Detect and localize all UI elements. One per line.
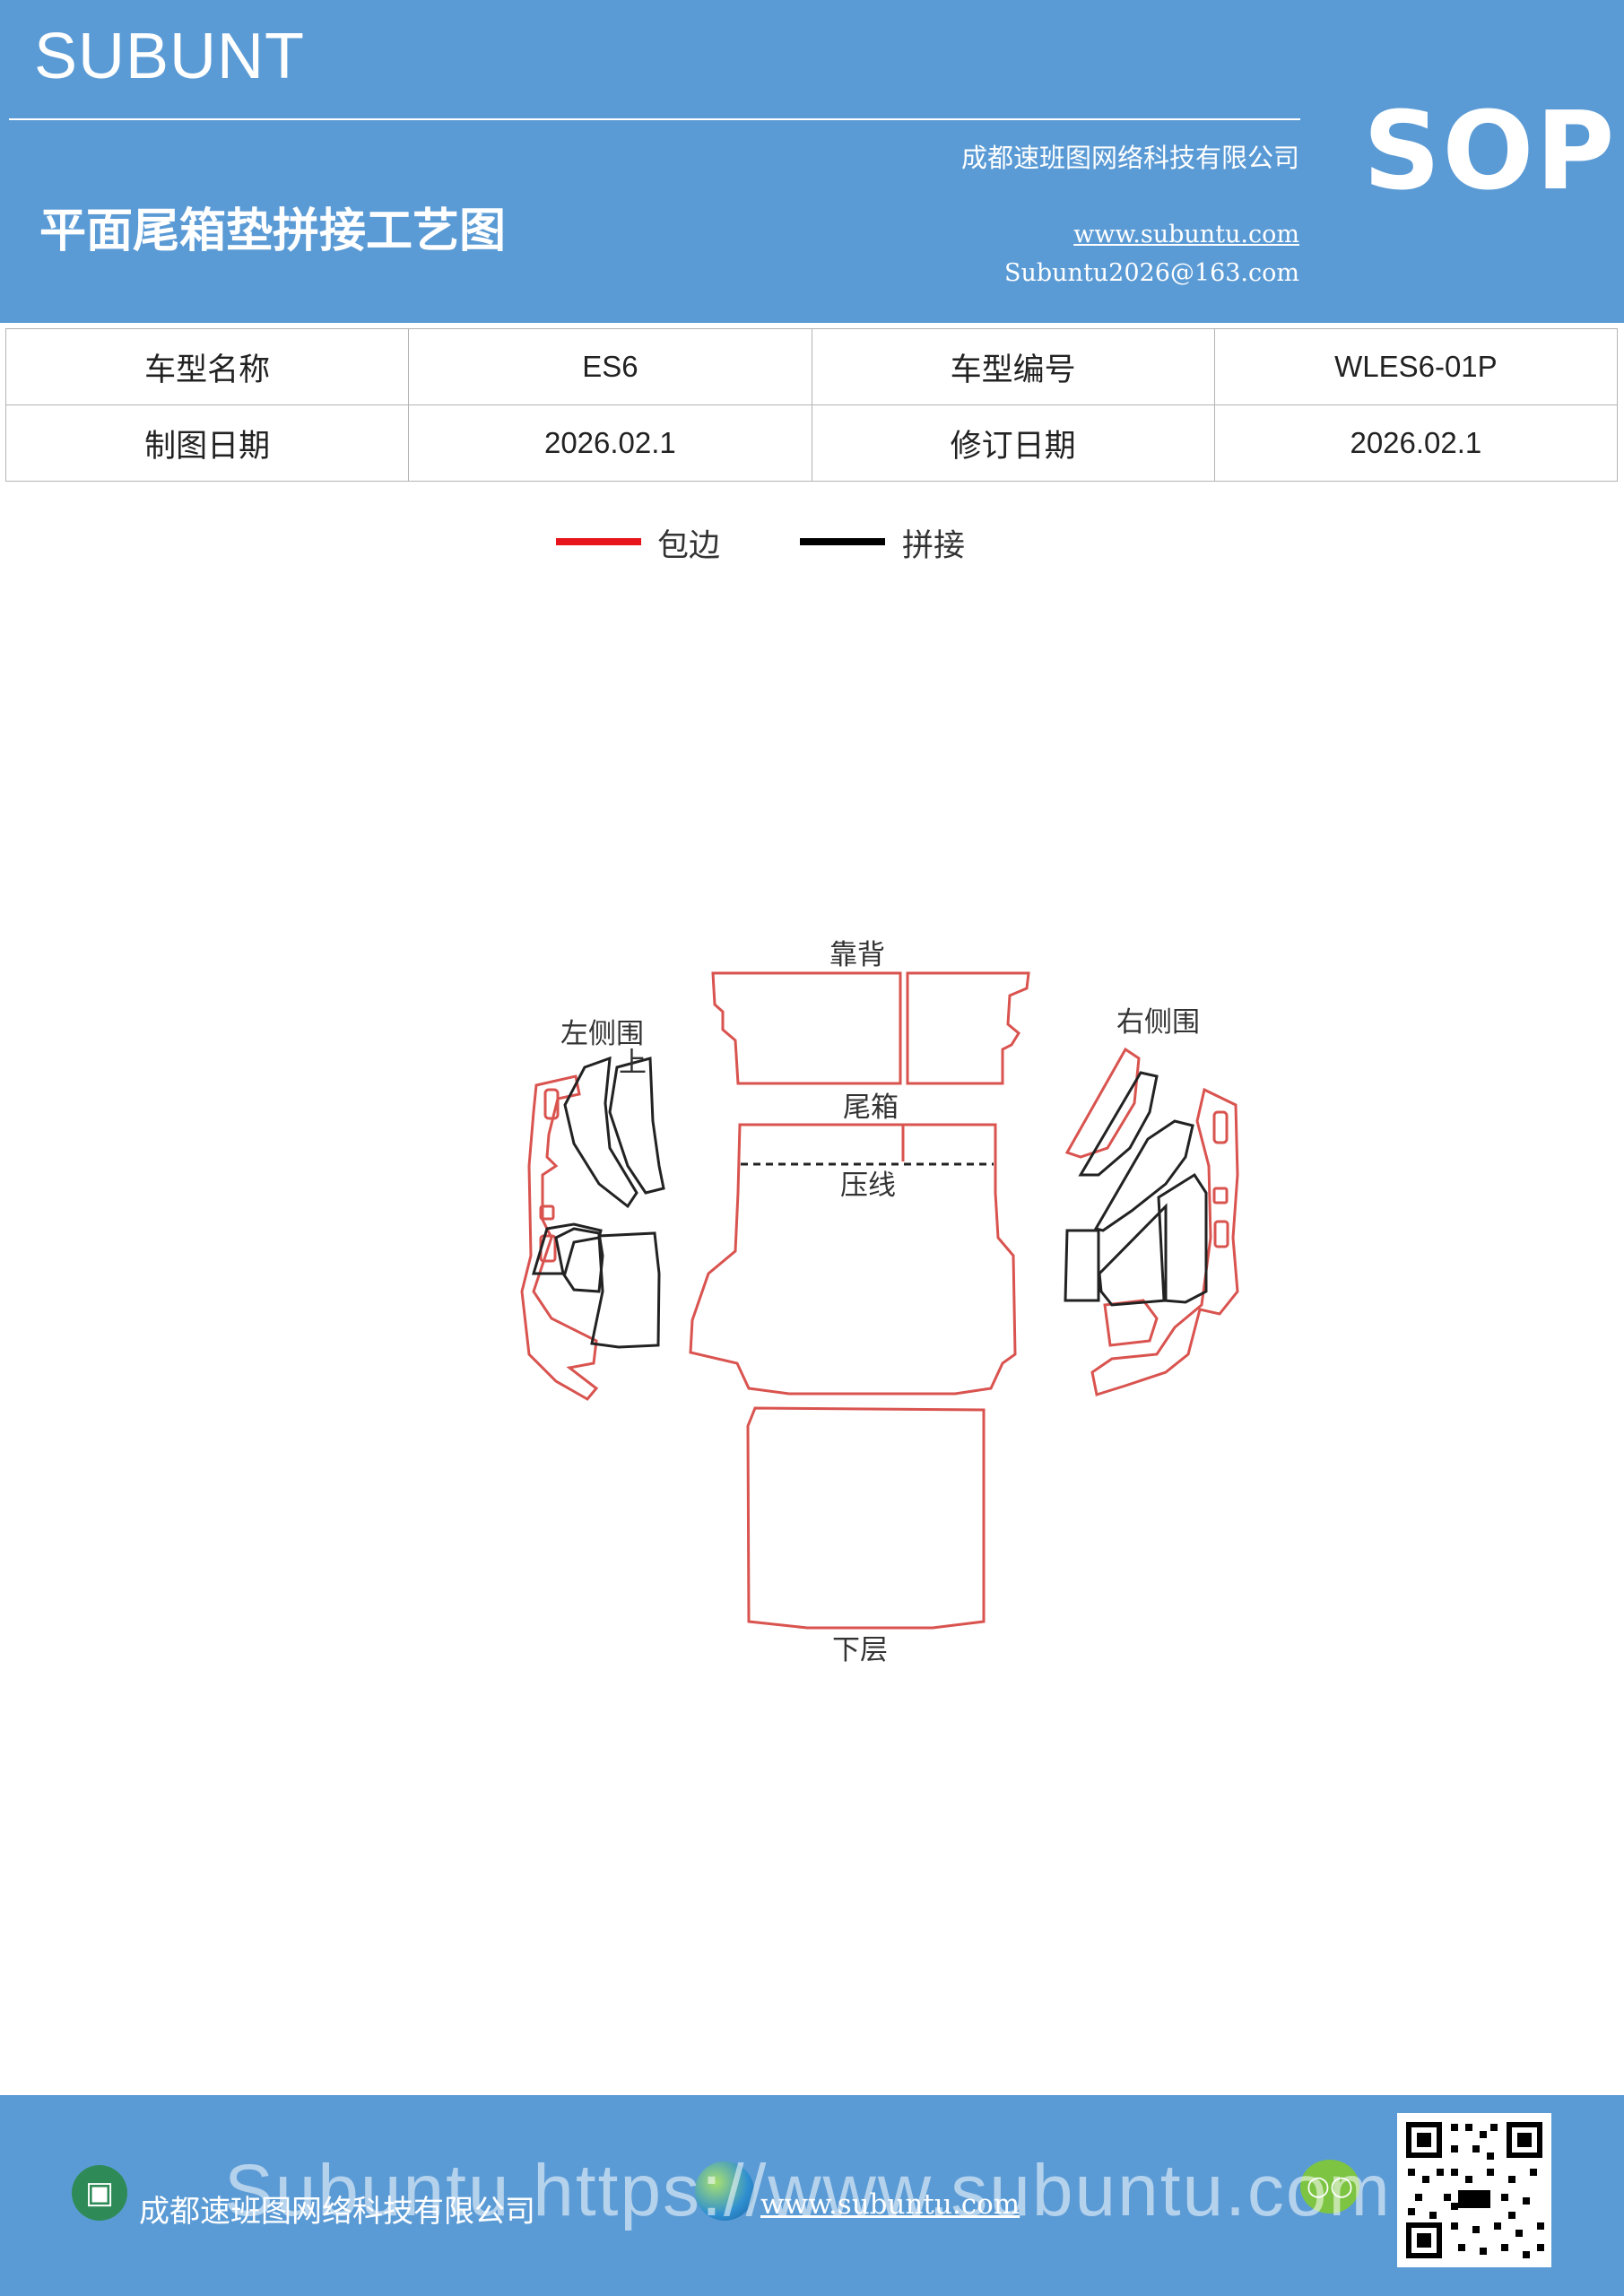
draw-date-value: 2026.02.1 <box>408 404 812 482</box>
table-row: 制图日期 2026.02.1 修订日期 2026.02.1 <box>4 404 1619 482</box>
left-side-slot <box>539 1205 555 1221</box>
right-side-slot <box>1213 1220 1229 1248</box>
globe-icon <box>695 2161 754 2221</box>
left-side-label-suffix: 上 <box>619 1047 647 1079</box>
left-splice-piece <box>608 1057 665 1195</box>
right-splice-piece <box>1064 1229 1100 1302</box>
building-icon: ▣ <box>72 2165 127 2221</box>
model-code-label: 车型编号 <box>811 328 1215 405</box>
footer-watermark: Subuntu https://www.subuntu.com <box>224 2150 1392 2231</box>
brand-logo-text: SUBUNT <box>34 21 306 92</box>
left-side-label: 左侧围 <box>560 1018 644 1050</box>
right-side-lower-pad <box>1103 1299 1159 1347</box>
right-side-slot <box>1212 1187 1229 1205</box>
press-line-label: 压线 <box>840 1170 896 1202</box>
left-side-slot <box>543 1088 560 1120</box>
website-link[interactable]: www.subuntu.com <box>1073 221 1299 248</box>
right-side-top-piece <box>1064 1047 1141 1159</box>
right-side-slot <box>1212 1110 1229 1144</box>
left-splice-piece <box>563 1056 638 1209</box>
backrest-label: 靠背 <box>829 939 885 971</box>
splice-line-swatch <box>800 538 885 545</box>
lower-layer-panel <box>746 1406 986 1630</box>
right-side-shell <box>1090 1087 1239 1396</box>
left-splice-piece <box>590 1231 661 1349</box>
model-name-label: 车型名称 <box>4 328 410 405</box>
model-name-value: ES6 <box>408 328 812 405</box>
lower-layer-label: 下层 <box>832 1634 888 1666</box>
backrest-right-panel <box>906 971 1030 1085</box>
wechat-icon: ○○ <box>1300 2160 1359 2213</box>
left-side-shell <box>520 1074 599 1401</box>
contact-email[interactable]: Subuntu2026@163.com <box>1004 259 1299 287</box>
backrest-left-panel <box>711 971 902 1085</box>
table-row: 车型名称 ES6 车型编号 WLES6-01P <box>4 328 1619 405</box>
footer-banner: ▣ 成都速班图网络科技有限公司 www.subuntu.com ○○ Subun… <box>0 2095 1624 2296</box>
revise-date-value: 2026.02.1 <box>1213 404 1619 482</box>
trunk-label: 尾箱 <box>843 1091 899 1124</box>
vehicle-info-table: 车型名称 ES6 车型编号 WLES6-01P 制图日期 2026.02.1 修… <box>4 328 1619 482</box>
edge-line-label: 包边 <box>657 528 721 564</box>
right-splice-piece <box>1098 1203 1168 1307</box>
header-divider <box>9 118 1300 120</box>
line-legend: 包边 拼接 <box>0 520 1624 574</box>
right-splice-piece <box>1093 1119 1194 1232</box>
draw-date-label: 制图日期 <box>4 404 410 482</box>
model-code-value: WLES6-01P <box>1213 328 1619 405</box>
trunk-mat-diagram: 靠背 左侧围 上 右侧围 尾箱 压线 下层 <box>520 939 1239 1666</box>
right-side-label: 右侧围 <box>1116 1006 1200 1039</box>
edge-line-swatch <box>556 538 641 545</box>
company-name: 成都速班图网络科技有限公司 <box>960 143 1299 173</box>
footer-company-name: 成都速班图网络科技有限公司 <box>139 2194 535 2230</box>
revise-date-label: 修订日期 <box>811 404 1215 482</box>
header-banner: SUBUNT SOP 平面尾箱垫拼接工艺图 成都速班图网络科技有限公司 www.… <box>0 0 1624 323</box>
right-splice-piece <box>1078 1071 1159 1177</box>
right-splice-piece <box>1157 1172 1208 1304</box>
document-title: 平面尾箱垫拼接工艺图 <box>39 204 507 258</box>
splice-line-label: 拼接 <box>902 528 966 564</box>
trunk-main-panel <box>689 1123 1017 1396</box>
sop-badge: SOP <box>1363 90 1617 214</box>
footer-website-link[interactable]: www.subuntu.com <box>760 2188 1020 2221</box>
qr-code-icon <box>1397 2113 1551 2267</box>
left-splice-piece <box>531 1222 603 1275</box>
